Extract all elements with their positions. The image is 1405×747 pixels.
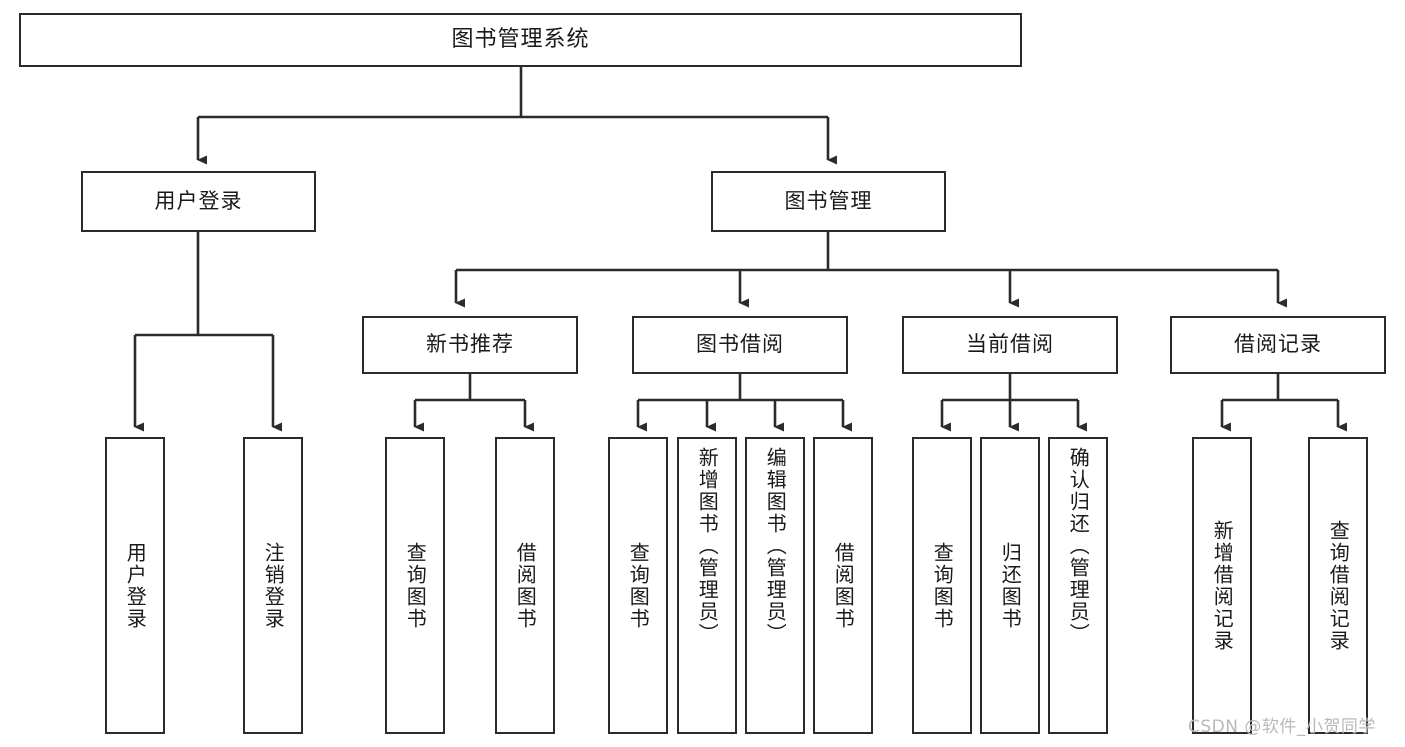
node-book-borrowing[interactable]: 图书借阅 [632,316,848,374]
leaf-user-login-logout[interactable]: 注销登录 [243,437,303,734]
node-label: 新书推荐 [426,332,514,357]
leaf-new-book-borrow-books[interactable]: 借阅图书 [495,437,555,734]
csdn-watermark: CSDN @软件_小贺同学 [1188,717,1376,737]
node-user-login[interactable]: 用户登录 [81,171,316,232]
node-current-borrowing[interactable]: 当前借阅 [902,316,1118,374]
node-label: 查询图书 [626,541,651,630]
node-label: 确认归还（管理员） [1066,447,1091,645]
node-label: 图书借阅 [696,332,784,357]
node-label: 用户登录 [123,541,148,630]
node-book-management[interactable]: 图书管理 [711,171,946,232]
node-label: 新增图书（管理员） [695,447,720,645]
node-root-book-management-system[interactable]: 图书管理系统 [19,13,1022,67]
leaf-borrow-record-add-record[interactable]: 新增借阅记录 [1192,437,1252,734]
leaf-book-borrow-borrow-books[interactable]: 借阅图书 [813,437,873,734]
node-label: 归还图书 [998,541,1023,630]
node-label: 编辑图书（管理员） [763,447,788,645]
leaf-user-login-login[interactable]: 用户登录 [105,437,165,734]
node-label: 借阅记录 [1234,332,1322,357]
node-label: 新增借阅记录 [1210,519,1235,652]
node-label: 图书管理 [784,188,873,213]
node-label: 借阅图书 [513,541,538,630]
leaf-new-book-query-books[interactable]: 查询图书 [385,437,445,734]
leaf-current-borrow-query-books[interactable]: 查询图书 [912,437,972,734]
node-label: 当前借阅 [966,332,1054,357]
node-label: 用户登录 [154,188,243,213]
node-new-book-recommendation[interactable]: 新书推荐 [362,316,578,374]
leaf-borrow-record-query-record[interactable]: 查询借阅记录 [1308,437,1368,734]
node-label: 查询图书 [930,541,955,630]
leaf-current-borrow-return-books[interactable]: 归还图书 [980,437,1040,734]
node-label: 查询借阅记录 [1326,519,1351,652]
leaf-book-borrow-query-books[interactable]: 查询图书 [608,437,668,734]
node-label: 借阅图书 [831,541,856,630]
node-label: 注销登录 [261,541,286,630]
leaf-book-borrow-add-book-admin[interactable]: 新增图书（管理员） [677,437,737,734]
node-label: 图书管理系统 [451,26,590,52]
node-label: 查询图书 [403,541,428,630]
node-borrowing-records[interactable]: 借阅记录 [1170,316,1386,374]
leaf-book-borrow-edit-book-admin[interactable]: 编辑图书（管理员） [745,437,805,734]
leaf-current-borrow-confirm-return-admin[interactable]: 确认归还（管理员） [1048,437,1108,734]
